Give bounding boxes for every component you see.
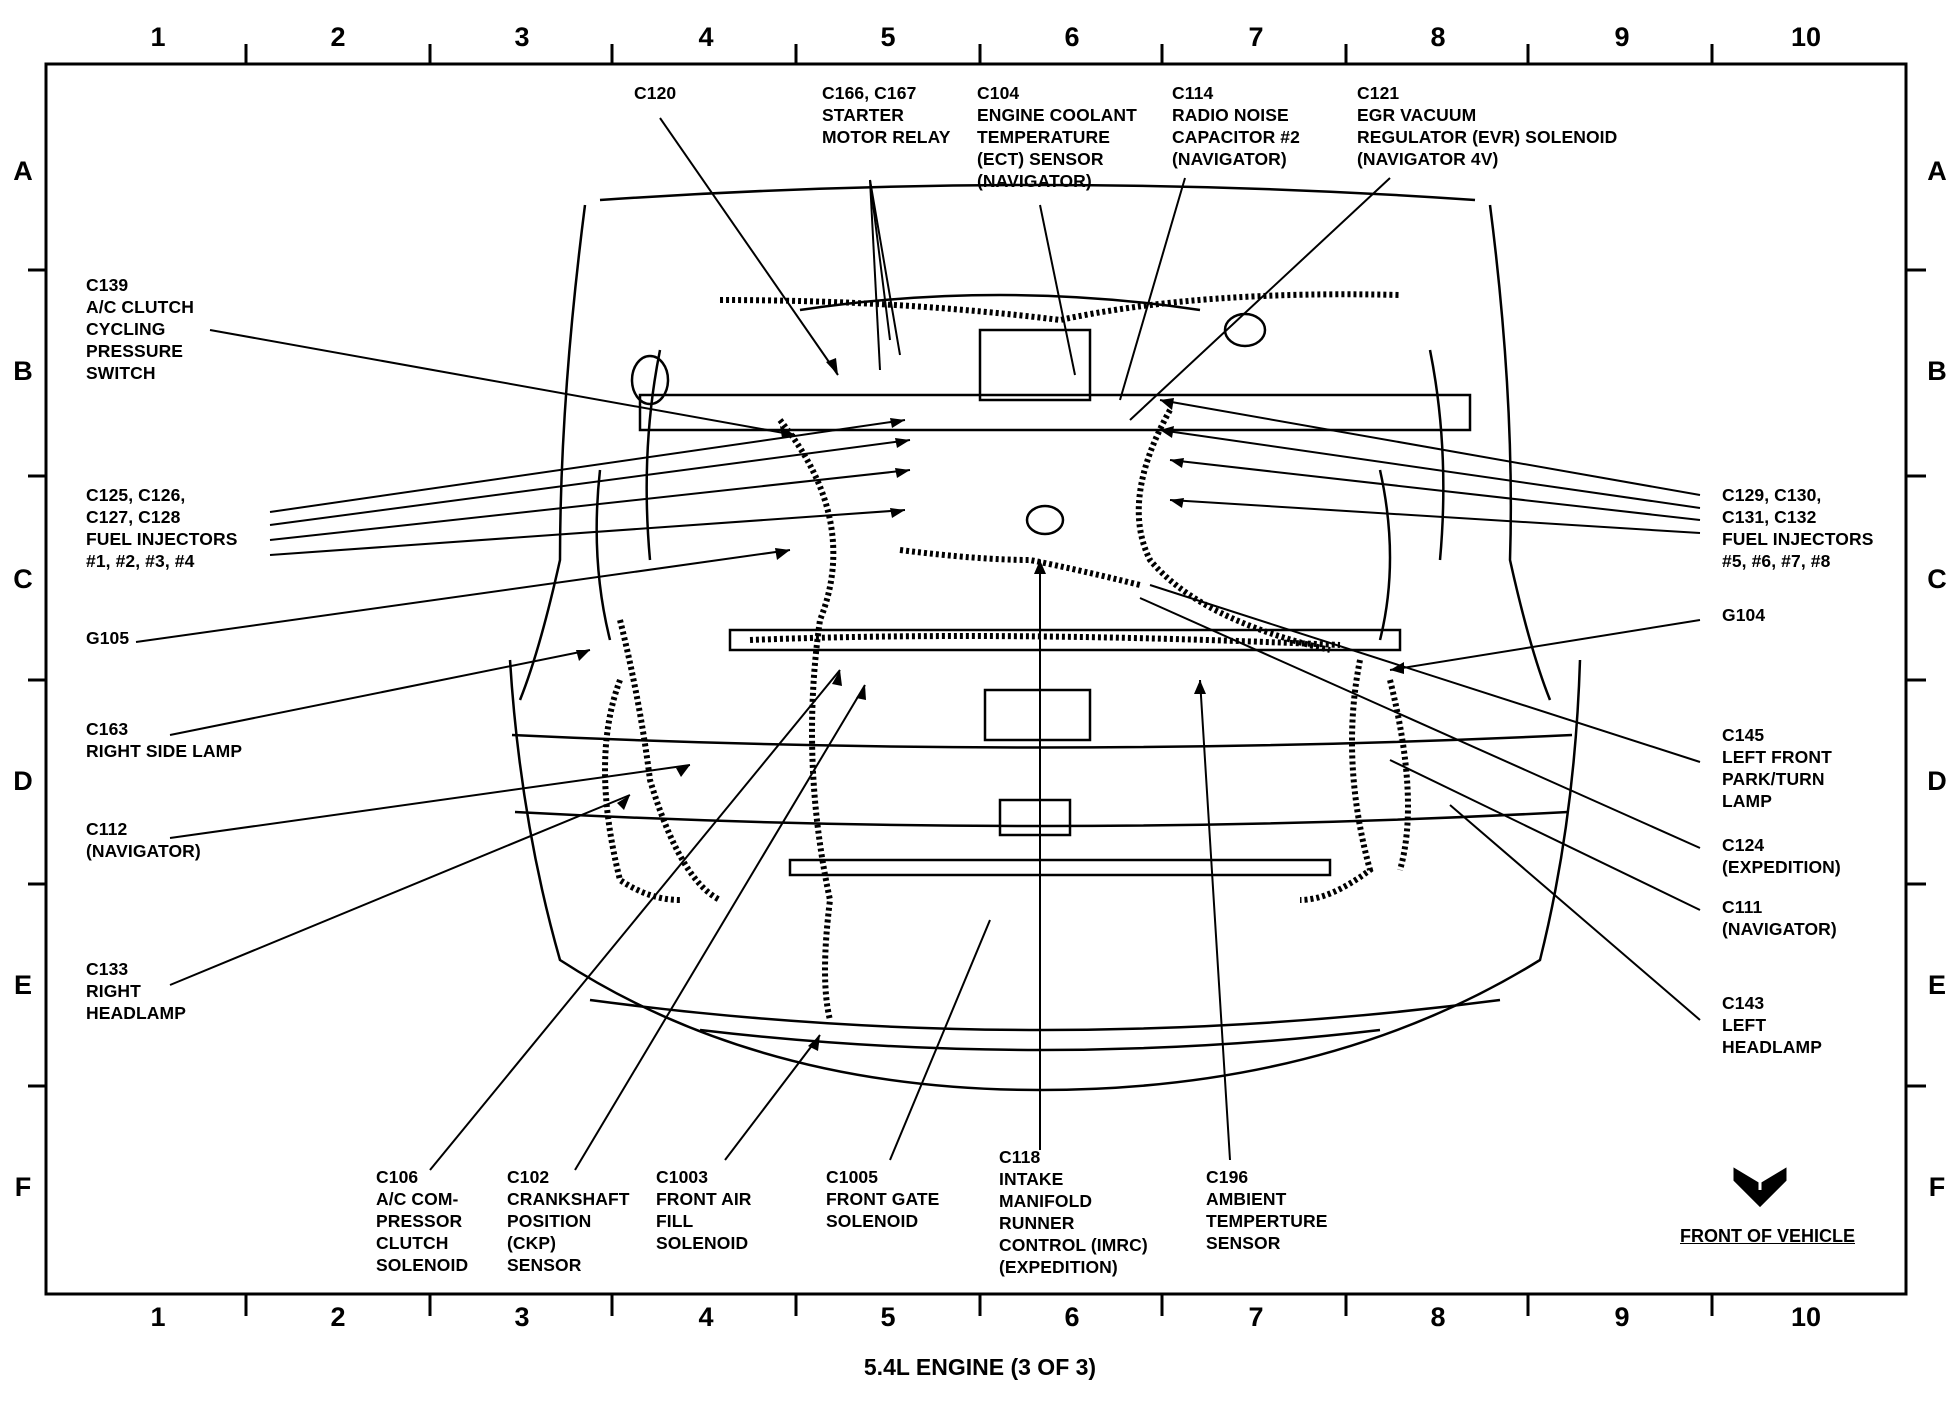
grid-col-bottom-4: 4 [698,1302,714,1332]
arrow-heads [576,358,1404,1051]
label-c163: C163 RIGHT SIDE LAMP [86,719,243,761]
grid-row-right-A: A [1927,156,1947,186]
grid-row-left-E: E [13,970,32,1000]
diagram-title: 5.4L ENGINE (3 OF 3) [863,1354,1097,1380]
label-c114: C114 RADIO NOISE CAPACITOR #2 (NAVIGATOR… [1172,83,1300,169]
grid-row-left-F: F [14,1172,32,1202]
grid-col-top-1: 1 [150,22,166,52]
grid-col-top-5: 5 [880,22,896,52]
grid-row-right-B: B [1927,356,1947,386]
label-c118: C118 INTAKE MANIFOLD RUNNER CONTROL (IMR… [999,1147,1148,1277]
grid-col-top-4: 4 [698,22,714,52]
grid-col-bottom-2: 2 [330,1302,346,1332]
grid-col-bottom-10: 10 [1790,1302,1822,1332]
label-c121: C121 EGR VACUUM REGULATOR (EVR) SOLENOID… [1357,83,1618,169]
label-g104: G104 [1722,605,1766,625]
diagram-frame [44,62,1908,1296]
grid-col-bottom-1: 1 [150,1302,166,1332]
label-g105: G105 [86,628,130,648]
grid-ticks [28,44,1926,1316]
front-of-vehicle-label: FRONT OF VEHICLE [1680,1226,1855,1246]
grid-row-right-E: E [1927,970,1946,1000]
label-c1003: C1003 FRONT AIR FILL SOLENOID [656,1167,752,1253]
grid-row-left-D: D [13,766,33,796]
grid-col-bottom-5: 5 [880,1302,896,1332]
label-c104: C104 ENGINE COOLANT TEMPERATURE (ECT) SE… [977,83,1137,191]
label-c111: C111 (NAVIGATOR) [1722,897,1837,939]
leader-lines [135,117,1701,1171]
grid-row-left-B: B [13,356,33,386]
grid-col-top-7: 7 [1248,22,1264,52]
grid-col-top-3: 3 [514,22,530,52]
label-c133: C133 RIGHT HEADLAMP [86,959,186,1023]
label-c106: C106 A/C COM- PRESSOR CLUTCH SOLENOID [376,1167,469,1275]
label-c1005: C1005 FRONT GATE SOLENOID [826,1167,940,1231]
grid-col-bottom-9: 9 [1614,1302,1630,1332]
grid-col-top-9: 9 [1614,22,1630,52]
label-c139: C139 A/C CLUTCH CYCLING PRESSURE SWITCH [86,275,194,383]
wire-harness [602,291,1411,1021]
label-c129-c132: C129, C130, C131, C132 FUEL INJECTORS #5… [1722,485,1874,571]
label-c145: C145 LEFT FRONT PARK/TURN LAMP [1722,725,1832,811]
grid-row-right-C: C [1927,564,1947,594]
label-c143: C143 LEFT HEADLAMP [1722,993,1822,1057]
grid-col-top-8: 8 [1430,22,1446,52]
label-c102: C102 CRANKSHAFT POSITION (CKP) SENSOR [507,1167,630,1275]
label-c125-c128: C125, C126, C127, C128 FUEL INJECTORS #1… [86,485,238,571]
grid-row-right-D: D [1927,766,1947,796]
grid-col-bottom-6: 6 [1064,1302,1080,1332]
label-c112: C112 (NAVIGATOR) [86,819,201,861]
grid-col-bottom-3: 3 [514,1302,530,1332]
grid-col-top-10: 10 [1790,22,1822,52]
grid-col-top-6: 6 [1064,22,1080,52]
grid-row-left-C: C [13,564,33,594]
grid-col-bottom-8: 8 [1430,1302,1446,1332]
grid-col-top-2: 2 [330,22,346,52]
grid-row-right-F: F [1928,1172,1946,1202]
label-c120: C120 [634,83,677,103]
grid-col-bottom-7: 7 [1248,1302,1264,1332]
front-of-vehicle-arrow-icon [1733,1167,1787,1208]
grid-row-left-A: A [13,156,33,186]
label-c124: C124 (EXPEDITION) [1722,835,1841,877]
label-c166-c167: C166, C167 STARTER MOTOR RELAY [822,83,951,147]
label-c196: C196 AMBIENT TEMPERTURE SENSOR [1206,1167,1328,1253]
